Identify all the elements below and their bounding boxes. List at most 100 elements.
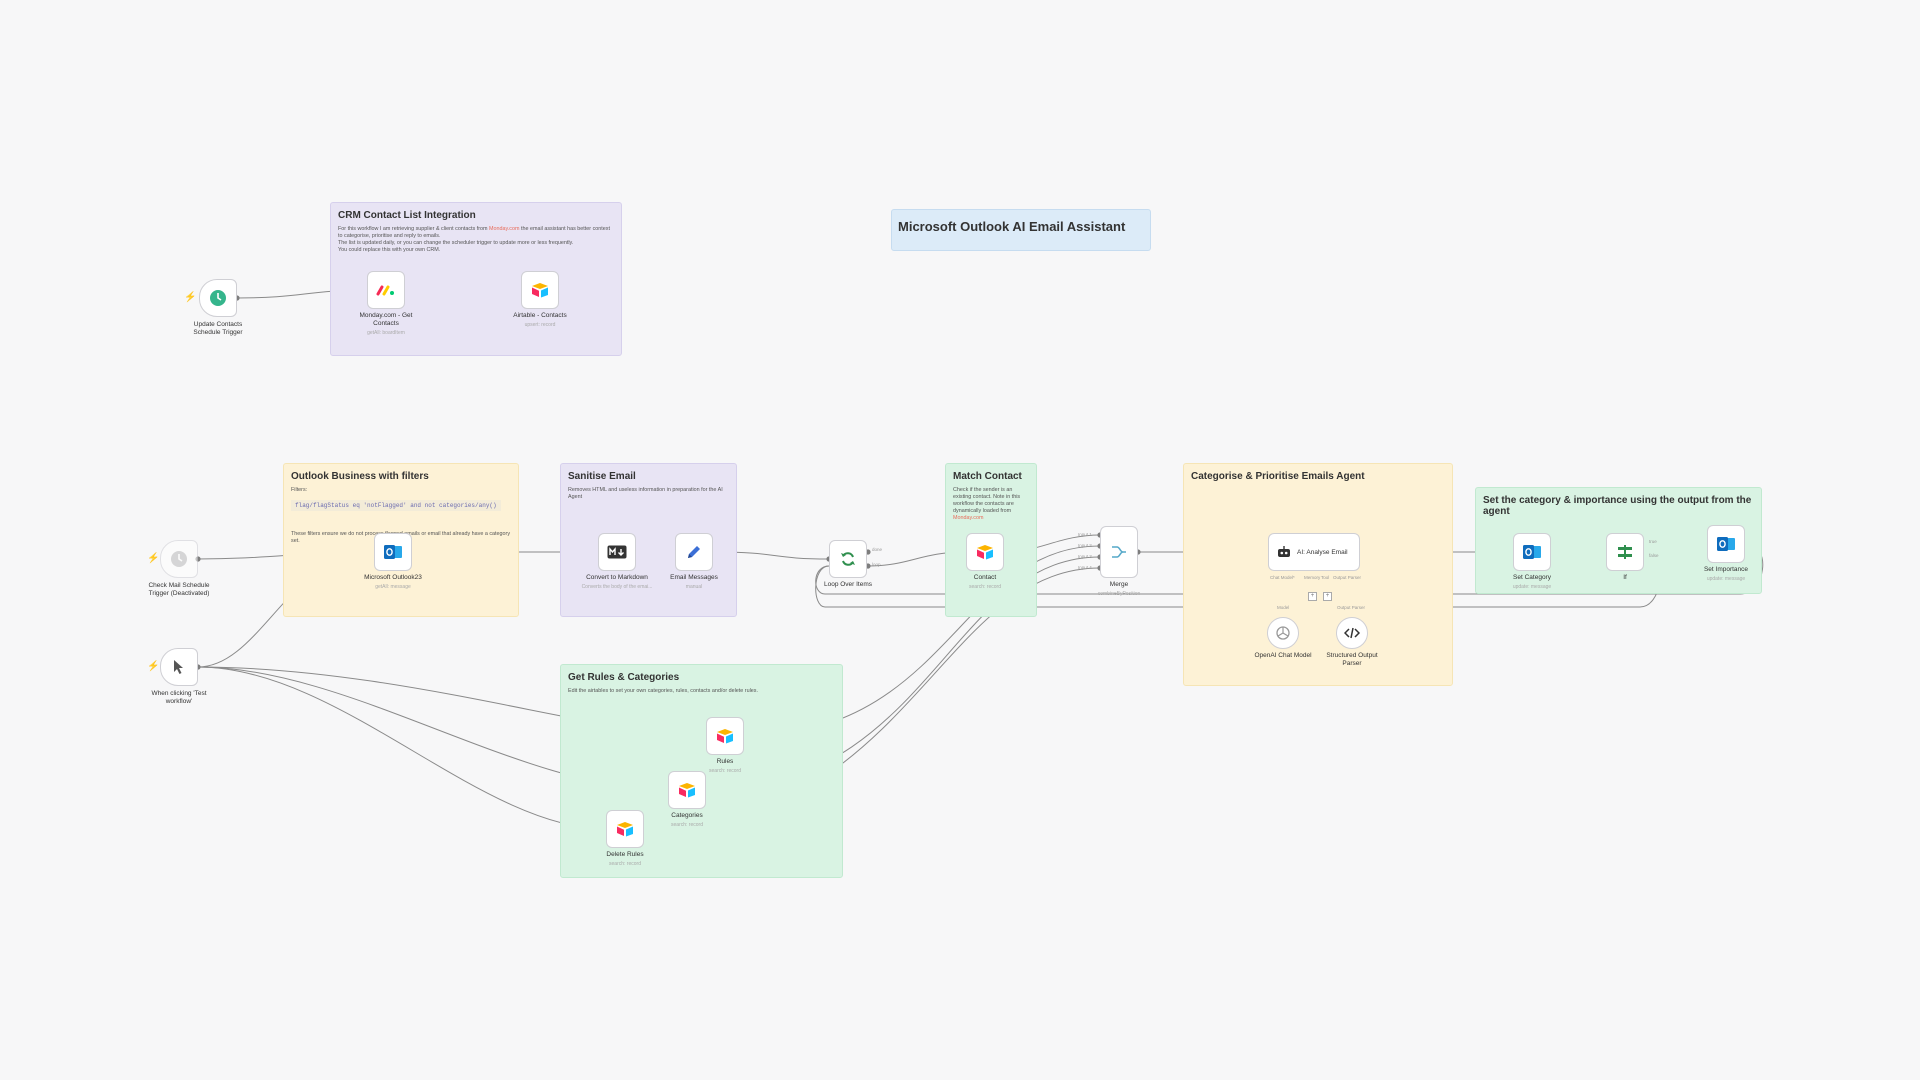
merge-input-1: Input 1 bbox=[1078, 532, 1092, 537]
node-label: Email Messages bbox=[670, 574, 718, 581]
add-memory-button[interactable]: + bbox=[1308, 592, 1317, 601]
update-contacts-schedule-trigger[interactable] bbox=[199, 279, 237, 317]
node-subtitle: combineByPosition bbox=[1097, 591, 1141, 597]
check-mail-schedule-trigger[interactable] bbox=[160, 540, 198, 578]
if-port-true: true bbox=[1649, 539, 1657, 544]
sticky-note-title: Categorise & Prioritise Emails Agent bbox=[1191, 471, 1365, 482]
sticky-note-title: Get Rules & Categories bbox=[568, 672, 680, 683]
sticky-note-text: Check if the sender is an existing conta… bbox=[953, 487, 1021, 514]
node-label: Rules bbox=[716, 758, 734, 765]
monday-icon bbox=[376, 285, 394, 296]
outlook-icon bbox=[384, 545, 402, 559]
airtable-icon bbox=[717, 729, 733, 744]
node-subtitle: update: message bbox=[1706, 576, 1746, 582]
sticky-note-title: Outlook Business with filters bbox=[291, 471, 429, 482]
node-label: Check Mail Schedule Trigger (Deactivated… bbox=[148, 582, 210, 597]
node-label: When clicking 'Test workflow' bbox=[151, 690, 207, 705]
node-label: Convert to Markdown bbox=[586, 574, 648, 581]
clock-icon bbox=[210, 290, 226, 306]
structured-output-parser-node[interactable] bbox=[1336, 617, 1368, 649]
sticky-note-title: Set the category & importance using the … bbox=[1483, 495, 1752, 517]
node-label: Monday.com - Get Contacts bbox=[359, 312, 413, 327]
manual-trigger-node[interactable] bbox=[160, 648, 198, 686]
node-subtitle: search: record bbox=[709, 768, 741, 774]
trigger-bolt-icon: ⚡ bbox=[147, 553, 160, 564]
node-subtitle: search: record bbox=[609, 861, 641, 867]
microsoft-outlook23-node[interactable] bbox=[374, 533, 412, 571]
set-importance-node[interactable] bbox=[1707, 525, 1745, 563]
monday-get-contacts-node[interactable] bbox=[367, 271, 405, 309]
set-category-node[interactable] bbox=[1513, 533, 1551, 571]
merge-input-2: Input 2 bbox=[1078, 543, 1092, 548]
airtable-icon bbox=[617, 822, 633, 837]
ai-analyse-email-node[interactable]: AI: Analyse Email bbox=[1268, 533, 1360, 571]
loop-icon bbox=[841, 552, 855, 566]
sticky-note-title: Match Contact bbox=[953, 471, 1022, 482]
if-node[interactable] bbox=[1606, 533, 1644, 571]
loop-over-items-node[interactable] bbox=[829, 540, 867, 578]
openai-chat-model-node[interactable] bbox=[1267, 617, 1299, 649]
node-label: Merge bbox=[1109, 581, 1129, 588]
node-subtitle: search: record bbox=[671, 822, 703, 828]
loop-port-loop: loop bbox=[872, 562, 881, 567]
monday-link[interactable]: Monday.com bbox=[953, 515, 984, 521]
categories-node[interactable] bbox=[668, 771, 706, 809]
delete-rules-node[interactable] bbox=[606, 810, 644, 848]
node-subtitle: update: message bbox=[1512, 584, 1552, 590]
connection-manual-to-delete bbox=[197, 666, 607, 830]
node-label: Airtable - Contacts bbox=[513, 312, 567, 319]
loop-port-done: done bbox=[872, 547, 883, 552]
convert-to-markdown-node[interactable] bbox=[598, 533, 636, 571]
node-subtitle: Converts the body of the emai... bbox=[581, 584, 653, 590]
contact-node[interactable] bbox=[966, 533, 1004, 571]
merge-input-3: Input 3 bbox=[1078, 554, 1092, 559]
rules-node[interactable] bbox=[706, 717, 744, 755]
parser-port-label: Output Parser bbox=[1337, 605, 1366, 610]
if-port-false: false bbox=[1649, 553, 1659, 558]
node-label: Set Importance bbox=[1703, 566, 1749, 573]
node-label: AI: Analyse Email bbox=[1297, 548, 1348, 556]
airtable-icon bbox=[532, 283, 548, 298]
node-label: Categories bbox=[671, 812, 703, 819]
sticky-note-text: You could replace this with your own CRM… bbox=[338, 247, 441, 253]
sticky-note-title: Sanitise Email bbox=[568, 471, 636, 482]
cursor-icon bbox=[174, 660, 183, 674]
node-label: Structured Output Parser bbox=[1326, 652, 1378, 667]
ai-port-output-parser: Output Parser bbox=[1333, 575, 1362, 580]
markdown-icon bbox=[607, 545, 627, 559]
node-label: Delete Rules bbox=[606, 851, 644, 858]
robot-icon bbox=[1278, 546, 1290, 557]
node-label: If bbox=[1623, 574, 1627, 581]
node-label: Contact bbox=[973, 574, 997, 581]
sticky-note-text: For this workflow I am retrieving suppli… bbox=[338, 226, 489, 232]
ai-port-chat-model: Chat Model* bbox=[1270, 575, 1295, 580]
merge-node[interactable] bbox=[1100, 526, 1138, 578]
node-subtitle: getAll: message bbox=[375, 584, 411, 590]
node-subtitle: upsert: record bbox=[524, 322, 556, 328]
merge-icon bbox=[1112, 546, 1126, 558]
merge-input-4: Input 4 bbox=[1078, 565, 1092, 570]
email-messages-node[interactable] bbox=[675, 533, 713, 571]
sticky-note-text: The list is updated daily, or you can ch… bbox=[338, 240, 574, 246]
node-label: OpenAI Chat Model bbox=[1254, 652, 1312, 659]
sticky-note-text: Removes HTML and useless information in … bbox=[568, 487, 723, 500]
code-icon bbox=[1344, 627, 1360, 639]
sticky-note-title-banner[interactable]: Microsoft Outlook AI Email Assistant bbox=[891, 209, 1151, 251]
node-subtitle: manual bbox=[685, 584, 703, 590]
sticky-note-text: the email assistant has better context t… bbox=[338, 226, 610, 239]
outlook-icon bbox=[1717, 537, 1735, 551]
airtable-icon bbox=[679, 783, 695, 798]
clock-icon bbox=[171, 551, 187, 567]
openai-port-label: Model bbox=[1277, 605, 1290, 610]
sticky-note-body: For this workflow I am retrieving suppli… bbox=[338, 226, 614, 240]
ai-port-tool: Tool bbox=[1321, 575, 1330, 580]
sticky-note-text: Edit the airtables to set your own categ… bbox=[568, 688, 758, 694]
airtable-icon bbox=[977, 545, 993, 560]
pen-icon bbox=[688, 546, 700, 558]
sticky-note-categorise[interactable]: Categorise & Prioritise Emails Agent bbox=[1183, 463, 1453, 686]
airtable-contacts-node[interactable] bbox=[521, 271, 559, 309]
add-tool-button[interactable]: + bbox=[1323, 592, 1332, 601]
sticky-note-title: CRM Contact List Integration bbox=[338, 210, 476, 221]
monday-link[interactable]: Monday.com bbox=[489, 226, 520, 232]
sticky-note-text: Filters: bbox=[291, 487, 308, 493]
